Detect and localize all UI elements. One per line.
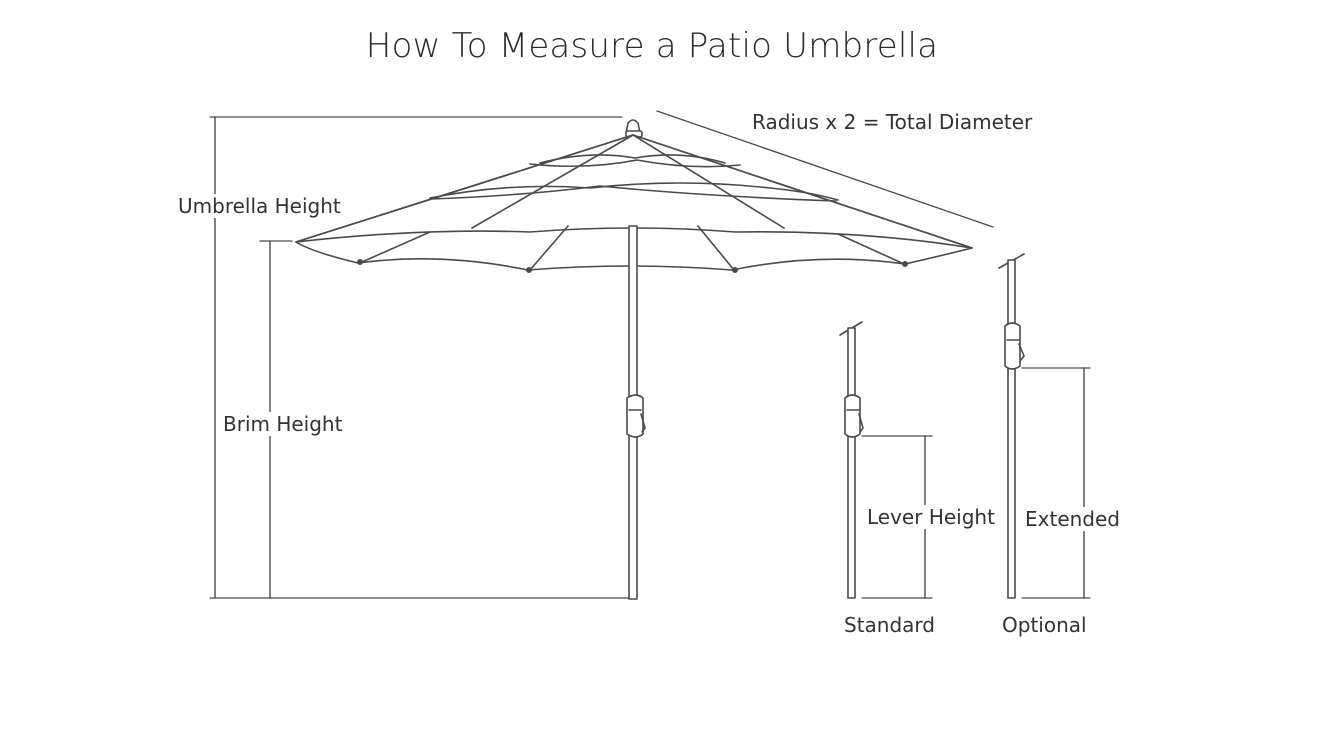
umbrella-pole [626, 225, 646, 600]
label-standard: Standard [844, 613, 935, 637]
label-brim-height: Brim Height [221, 412, 345, 436]
label-radius-diameter: Radius x 2 = Total Diameter [752, 110, 1033, 134]
label-extended: Extended [1023, 507, 1122, 531]
label-umbrella-height: Umbrella Height [176, 194, 343, 218]
radius-dimension-line [656, 110, 994, 228]
label-lever-height: Lever Height [865, 505, 997, 529]
extended-dimension [1021, 367, 1091, 599]
optional-pole [998, 253, 1025, 599]
diagram-title: How To Measure a Patio Umbrella [365, 26, 939, 66]
standard-pole [839, 321, 864, 599]
label-optional: Optional [1002, 613, 1087, 637]
umbrella-canopy [295, 119, 973, 273]
